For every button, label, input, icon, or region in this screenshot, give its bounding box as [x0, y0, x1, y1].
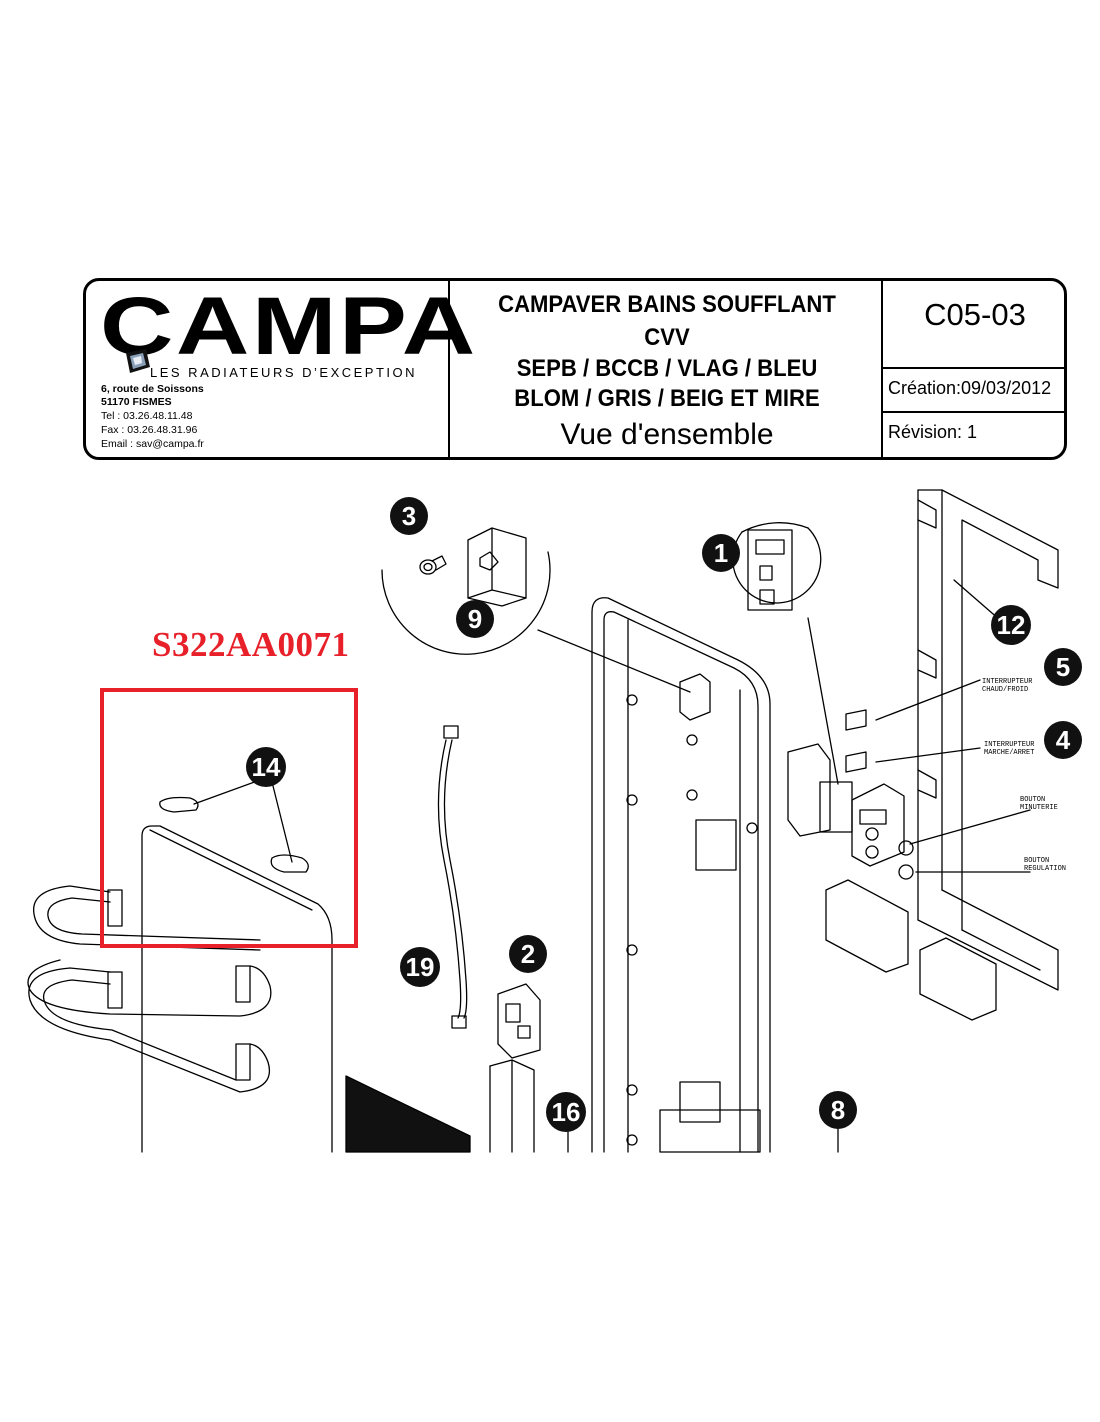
label-switch-on-off-1: INTERRUPTEUR — [984, 741, 1035, 749]
revision-number: Révision: 1 — [888, 422, 978, 442]
part-reference-label: S322AA0071 — [152, 625, 350, 664]
divider-left — [448, 281, 450, 457]
callout-14-label: 14 — [252, 752, 281, 782]
back-bracket — [917, 489, 1059, 991]
phone-number: Tel : 03.26.48.11.48 — [101, 410, 193, 422]
callout-19-label: 19 — [406, 952, 435, 982]
heating-element — [345, 1075, 471, 1153]
callout-8-label: 8 — [831, 1095, 845, 1125]
label-switch-hot-cold-1: INTERRUPTEUR — [982, 678, 1033, 686]
divider-row1 — [881, 367, 1065, 369]
callout-5: 5 — [1044, 648, 1082, 686]
address-line-1: 6, route de Soissons — [101, 383, 204, 395]
leader-14b — [271, 781, 293, 863]
callout-4-label: 4 — [1056, 725, 1071, 755]
exploded-view-drawing: INTERRUPTEUR CHAUD/FROID INTERRUPTEUR MA… — [27, 489, 1082, 1153]
control-panel — [787, 709, 997, 1021]
logo-wordmark: CAMPA — [100, 281, 478, 372]
title-line-2: CVV — [644, 324, 690, 351]
label-regulation-button-2: REGULATION — [1024, 865, 1066, 873]
callout-1-label: 1 — [714, 538, 728, 568]
drawing-reference: C05-03 — [924, 297, 1026, 332]
address-line-2: 51170 FISMES — [101, 396, 172, 408]
label-regulation-button-1: BOUTON — [1024, 857, 1049, 865]
callout-9: 9 — [456, 600, 494, 638]
email-address: Email : sav@campa.fr — [101, 438, 204, 450]
detail-leader-2 — [807, 617, 839, 785]
highlight-box — [100, 688, 358, 948]
callout-12: 12 — [991, 605, 1031, 645]
callout-5-label: 5 — [1056, 652, 1070, 682]
fan-housing-part — [489, 1059, 535, 1153]
callout-2-label: 2 — [521, 939, 535, 969]
callout-16-label: 16 — [552, 1097, 581, 1127]
campa-logo: CAMPA LES RADIATEURS D’EXCEPTION — [100, 286, 475, 381]
fax-number: Fax : 03.26.48.31.96 — [101, 424, 198, 436]
callout-4: 4 — [1044, 721, 1082, 759]
callout-12-label: 12 — [997, 610, 1026, 640]
detail-circle — [381, 551, 551, 655]
bracket-part — [467, 527, 527, 607]
towel-bar-lower — [28, 967, 270, 1093]
title-line-1: CAMPAVER BAINS SOUFFLANT — [498, 291, 836, 318]
callout-badges: 1 2 3 4 5 8 9 12 14 16 19 — [246, 497, 1082, 1132]
callout-14: 14 — [246, 747, 286, 787]
view-name: Vue d'ensemble — [560, 418, 774, 451]
cable-part — [437, 725, 468, 1029]
pad-part — [159, 796, 309, 873]
glass-panel — [141, 825, 333, 1153]
towel-bar-upper — [27, 885, 272, 1017]
callout-9-label: 9 — [468, 604, 482, 634]
callout-2: 2 — [509, 935, 547, 973]
label-timer-button-2: MINUTERIE — [1020, 804, 1058, 812]
bushing-part — [419, 555, 447, 575]
title-line-3: SEPB / BCCB / VLAG / BLEU — [516, 355, 818, 382]
callout-3-label: 3 — [402, 501, 416, 531]
circuit-board-part — [497, 983, 541, 1059]
divider-right — [881, 281, 883, 457]
label-switch-on-off-2: MARCHE/ARRET — [984, 749, 1034, 757]
label-timer-button-1: BOUTON — [1020, 796, 1045, 804]
label-switch-hot-cold-2: CHAUD/FROID — [982, 686, 1028, 694]
callout-19: 19 — [400, 947, 440, 987]
logo-emblem-icon — [126, 349, 150, 373]
callout-16: 16 — [546, 1092, 586, 1132]
leader-14a — [193, 779, 261, 805]
title-line-4: BLOM / GRIS / BEIG ET MIRE — [514, 385, 820, 412]
callout-8: 8 — [819, 1091, 857, 1129]
title-block: CAMPA LES RADIATEURS D’EXCEPTION 6, rout… — [83, 278, 1067, 460]
callout-1: 1 — [702, 534, 740, 572]
callout-3: 3 — [390, 497, 428, 535]
creation-date: Création:09/03/2012 — [888, 378, 1052, 398]
detail-circle-2 — [732, 527, 822, 604]
control-card-part — [747, 529, 793, 611]
detail-leader — [537, 629, 691, 693]
main-frame — [591, 597, 771, 1153]
divider-row2 — [881, 411, 1065, 413]
logo-tagline: LES RADIATEURS D’EXCEPTION — [150, 365, 418, 380]
